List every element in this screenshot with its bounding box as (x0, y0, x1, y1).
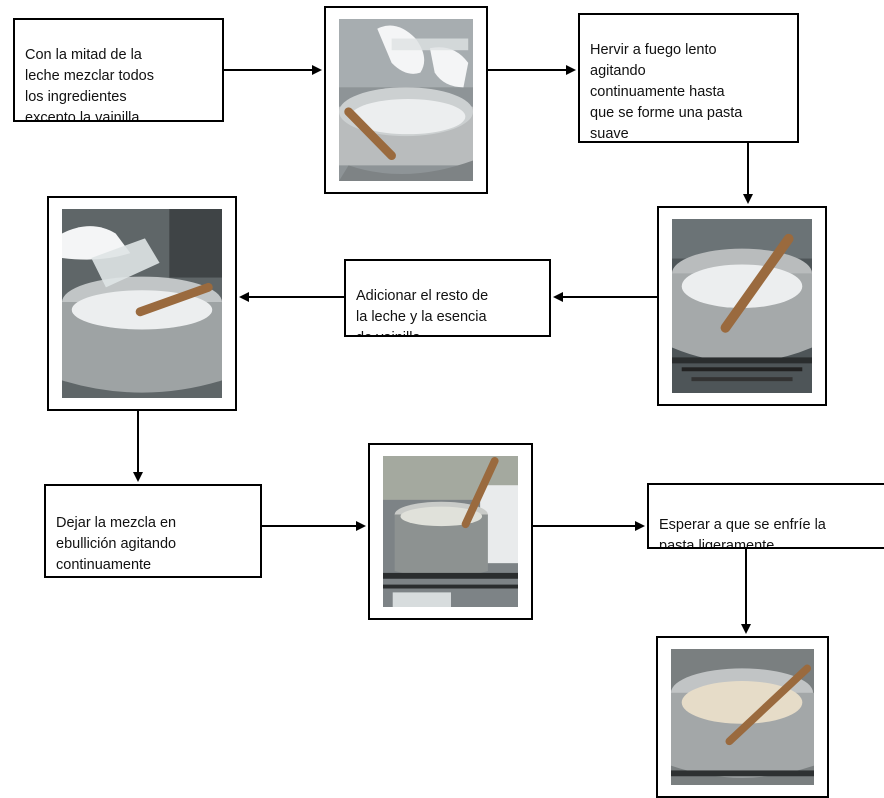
step-3-text: Adicionar el resto de la leche y la esen… (356, 288, 489, 335)
pot-mixing-image (339, 19, 473, 181)
step-5-text: Esperar a que se enfríe la pasta ligeram… (659, 517, 826, 549)
photo-2 (657, 206, 827, 406)
step-2-box: Hervir a fuego lento agitando continuame… (578, 13, 799, 143)
photo-1 (324, 6, 488, 194)
step-2-text: Hervir a fuego lento agitando continuame… (590, 42, 743, 142)
step-4-box: Dejar la mezcla en ebullición agitando c… (44, 484, 262, 578)
step-1-text: Con la mitad de la leche mezclar todos l… (25, 47, 154, 122)
step-1-box: Con la mitad de la leche mezclar todos l… (13, 18, 224, 122)
boiling-pot-image (383, 456, 518, 607)
photo-4 (368, 443, 533, 620)
cooling-paste-image (671, 649, 814, 785)
pour-milk-image (62, 209, 222, 398)
step-3-box: Adicionar el resto de la leche y la esen… (344, 259, 551, 337)
step-4-text: Dejar la mezcla en ebullición agitando c… (56, 515, 177, 573)
photo-3 (47, 196, 237, 411)
step-5-box: Esperar a que se enfríe la pasta ligeram… (647, 483, 884, 549)
photo-5 (656, 636, 829, 798)
pot-paste-image (672, 219, 812, 393)
